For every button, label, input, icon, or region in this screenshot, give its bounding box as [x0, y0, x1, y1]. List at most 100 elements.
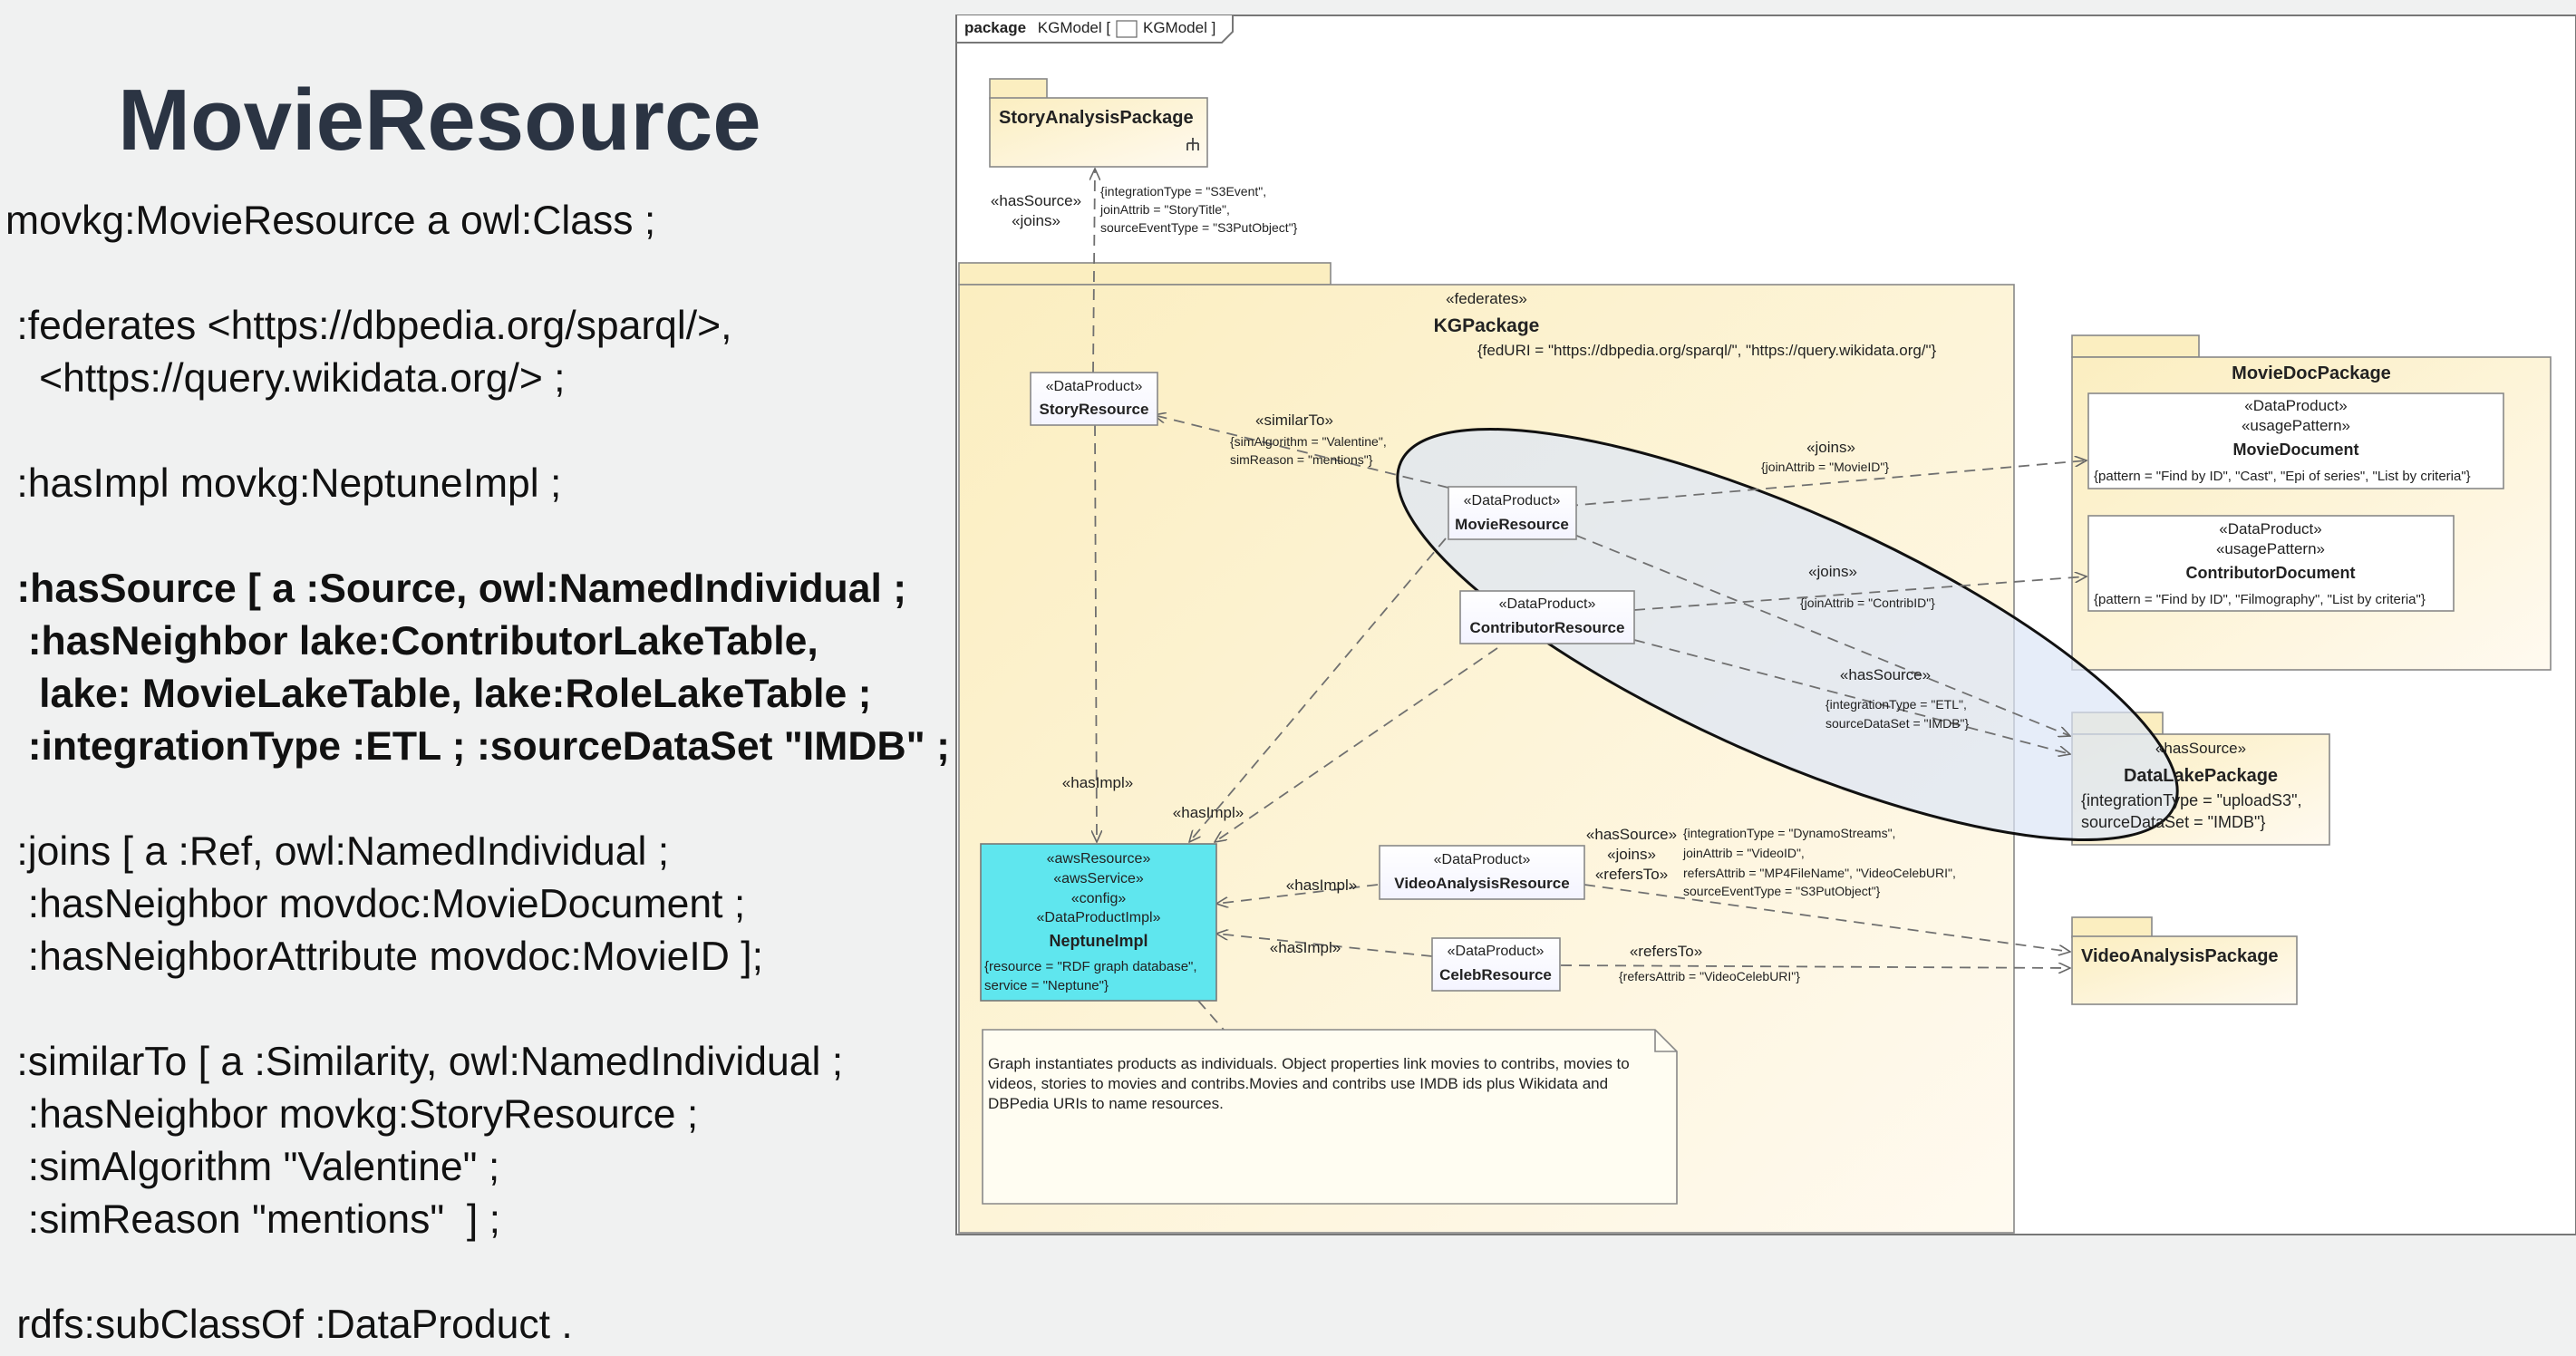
- contributor-resource-stereotype: «DataProduct»: [1499, 596, 1596, 612]
- similar-tag-2: simReason = "mentions"}: [1230, 452, 1373, 467]
- celeb-resource-stereotype: «DataProduct»: [1448, 944, 1545, 959]
- code-line: movkg:MovieResource a owl:Class ;: [5, 199, 656, 243]
- code-line: :joins [ a :Ref, owl:NamedIndividual ;: [5, 829, 670, 874]
- video-analysis-resource-node: «DataProduct» VideoAnalysisResource: [1379, 845, 1585, 900]
- code-line: :simReason "mentions" ] ;: [5, 1197, 501, 1242]
- kg-package-stereotype: «federates»: [1446, 290, 1527, 307]
- frame-name-end: KGModel ]: [1143, 19, 1215, 36]
- code-block: movkg:MovieResource a owl:Class ; :feder…: [5, 195, 950, 1351]
- video-src-tag-2: joinAttrib = "VideoID",: [1682, 846, 1805, 860]
- frame-name: KGModel [: [1038, 19, 1111, 36]
- celeb-resource-node: «DataProduct» CelebResource: [1431, 937, 1561, 992]
- story-src-tag-1: {integrationType = "S3Event",: [1100, 184, 1266, 199]
- story-analysis-package: StoryAnalysisPackage: [989, 78, 1208, 168]
- edge-video-src: [1583, 884, 2070, 952]
- edge-story-src: [1093, 169, 1095, 373]
- contributor-document-stereotype-2: «usagePattern»: [2216, 540, 2325, 557]
- video-analysis-package: VideoAnalysisPackage: [2071, 916, 2298, 1005]
- highlight-ellipse: [1396, 428, 2179, 841]
- edge-story-impl: [1095, 424, 1097, 842]
- note-line-1: Graph instantiates products as individua…: [988, 1055, 1630, 1072]
- video-src-label-3: «refersTo»: [1595, 866, 1668, 883]
- code-line: lake: MovieLakeTable, lake:RoleLakeTable…: [5, 672, 872, 716]
- frame-keyword: package: [964, 19, 1026, 36]
- neptune-stereotype-1: «awsResource»: [1047, 851, 1151, 867]
- story-src-tag-3: sourceEventType = "S3PutObject"}: [1100, 220, 1298, 235]
- video-src-label-2: «joins»: [1607, 846, 1656, 863]
- video-analysis-package-name: VideoAnalysisPackage: [2081, 946, 2279, 966]
- movie-resource-name: MovieResource: [1455, 516, 1569, 533]
- edge-impl-movie: [1189, 538, 1447, 842]
- movie-resource-node: «DataProduct» MovieResource: [1448, 486, 1577, 540]
- video-src-tag-1: {integrationType = "DynamoStreams",: [1683, 826, 1895, 840]
- code-line: :hasNeighbor lake:ContributorLakeTable,: [5, 619, 818, 663]
- story-resource-name: StoryResource: [1040, 401, 1149, 418]
- package-hierarchy-icon: [1186, 138, 1199, 150]
- edge-note: [1197, 1000, 1225, 1031]
- neptune-tag-2: service = "Neptune"}: [984, 978, 1109, 993]
- code-line: :hasImpl movkg:NeptuneImpl ;: [5, 461, 562, 506]
- joins-contrib-tag: {joinAttrib = "ContribID"}: [1800, 596, 1935, 610]
- contributor-resource-name: ContributorResource: [1470, 619, 1625, 636]
- neptune-impl-node: «awsResource» «awsService» «config» «Dat…: [980, 843, 1217, 1002]
- code-line: rdfs:subClassOf :DataProduct .: [5, 1303, 573, 1347]
- contributor-document-stereotype-1: «DataProduct»: [2219, 520, 2321, 538]
- edge-labels: «hasSource» «joins» {integrationType = "…: [991, 184, 1970, 983]
- code-line: :hasSource [ a :Source, owl:NamedIndivid…: [5, 567, 907, 611]
- joins-movie-label: «joins»: [1806, 439, 1855, 456]
- diagram-note: Graph instantiates products as individua…: [982, 1029, 1678, 1205]
- story-analysis-package-name: StoryAnalysisPackage: [999, 108, 1194, 128]
- code-line: :integrationType :ETL ; :sourceDataSet "…: [5, 724, 950, 769]
- contributor-resource-node: «DataProduct» ContributorResource: [1459, 590, 1635, 644]
- code-line: :simAlgorithm "Valentine" ;: [5, 1145, 500, 1189]
- video-analysis-resource-stereotype: «DataProduct»: [1434, 852, 1531, 867]
- video-analysis-resource-name: VideoAnalysisResource: [1394, 875, 1569, 892]
- movie-document-stereotype-2: «usagePattern»: [2242, 417, 2350, 434]
- edge-impl-contrib: [1215, 647, 1498, 842]
- note-line-3: DBPedia URIs to name resources.: [988, 1095, 1224, 1112]
- slide-title: MovieResource: [118, 72, 761, 169]
- video-src-tag-3: refersAttrib = "MP4FileName", "VideoCele…: [1683, 866, 1956, 880]
- movie-doc-package-name: MovieDocPackage: [2232, 363, 2391, 383]
- edge-joins-contrib: [1633, 576, 2087, 611]
- celeb-resource-name: CelebResource: [1439, 966, 1552, 983]
- video-src-label-1: «hasSource»: [1586, 826, 1677, 843]
- model-icon: [1116, 20, 1138, 38]
- contributor-document-name: ContributorDocument: [2186, 564, 2356, 582]
- code-line: :federates <https://dbpedia.org/sparql/>…: [5, 304, 732, 348]
- edge-has-source-contrib: [1633, 639, 2070, 754]
- note-line-2: videos, stories to movies and contribs.M…: [988, 1075, 1608, 1092]
- neptune-tag-1: {resource = "RDF graph database",: [984, 959, 1197, 974]
- kg-package-name: KGPackage: [1434, 315, 1540, 336]
- video-src-tag-4: sourceEventType = "S3PutObject"}: [1683, 884, 1881, 898]
- has-impl-movie-label: «hasImpl»: [1173, 804, 1244, 821]
- similar-tag-1: {simAlgorithm = "Valentine",: [1230, 434, 1387, 449]
- code-line: :hasNeighbor movdoc:MovieDocument ;: [5, 882, 746, 926]
- has-source-tag-1: {integrationType = "ETL",: [1825, 697, 1967, 712]
- refers-label: «refersTo»: [1630, 943, 1702, 960]
- has-impl-celeb-label: «hasImpl»: [1270, 939, 1341, 956]
- has-impl-story-label: «hasImpl»: [1062, 774, 1133, 791]
- joins-movie-tag: {joinAttrib = "MovieID"}: [1761, 460, 1889, 474]
- data-lake-tag-1: {integrationType = "uploadS3",: [2081, 791, 2301, 809]
- movie-doc-package: MovieDocPackage: [2071, 334, 2552, 671]
- story-src-label-1: «hasSource»: [991, 192, 1081, 209]
- contributor-document-node: «DataProduct» «usagePattern» Contributor…: [2087, 515, 2455, 612]
- has-impl-video-label: «hasImpl»: [1286, 877, 1357, 894]
- edge-has-source-movie: [1558, 528, 2070, 736]
- code-line: :hasNeighbor movkg:StoryResource ;: [5, 1092, 699, 1137]
- edge-similar: [1154, 415, 1449, 489]
- joins-contrib-label: «joins»: [1808, 563, 1857, 580]
- data-lake-stereotype: «hasSource»: [2155, 740, 2246, 757]
- neptune-stereotype-4: «DataProductImpl»: [1037, 910, 1161, 925]
- code-line: :similarTo [ a :Similarity, owl:NamedInd…: [5, 1040, 844, 1084]
- edge-impl-video: [1216, 884, 1379, 904]
- movie-document-node: «DataProduct» «usagePattern» MovieDocume…: [2087, 392, 2504, 489]
- has-source-tag-2: sourceDataSet = "IMDB"}: [1825, 716, 1970, 731]
- story-src-label-2: «joins»: [1012, 212, 1060, 229]
- refers-tag: {refersAttrib = "VideoCelebURI"}: [1619, 969, 1800, 983]
- story-resource-stereotype: «DataProduct»: [1046, 379, 1143, 394]
- frame-label-tab: [955, 15, 1234, 44]
- has-source-label: «hasSource»: [1840, 666, 1931, 683]
